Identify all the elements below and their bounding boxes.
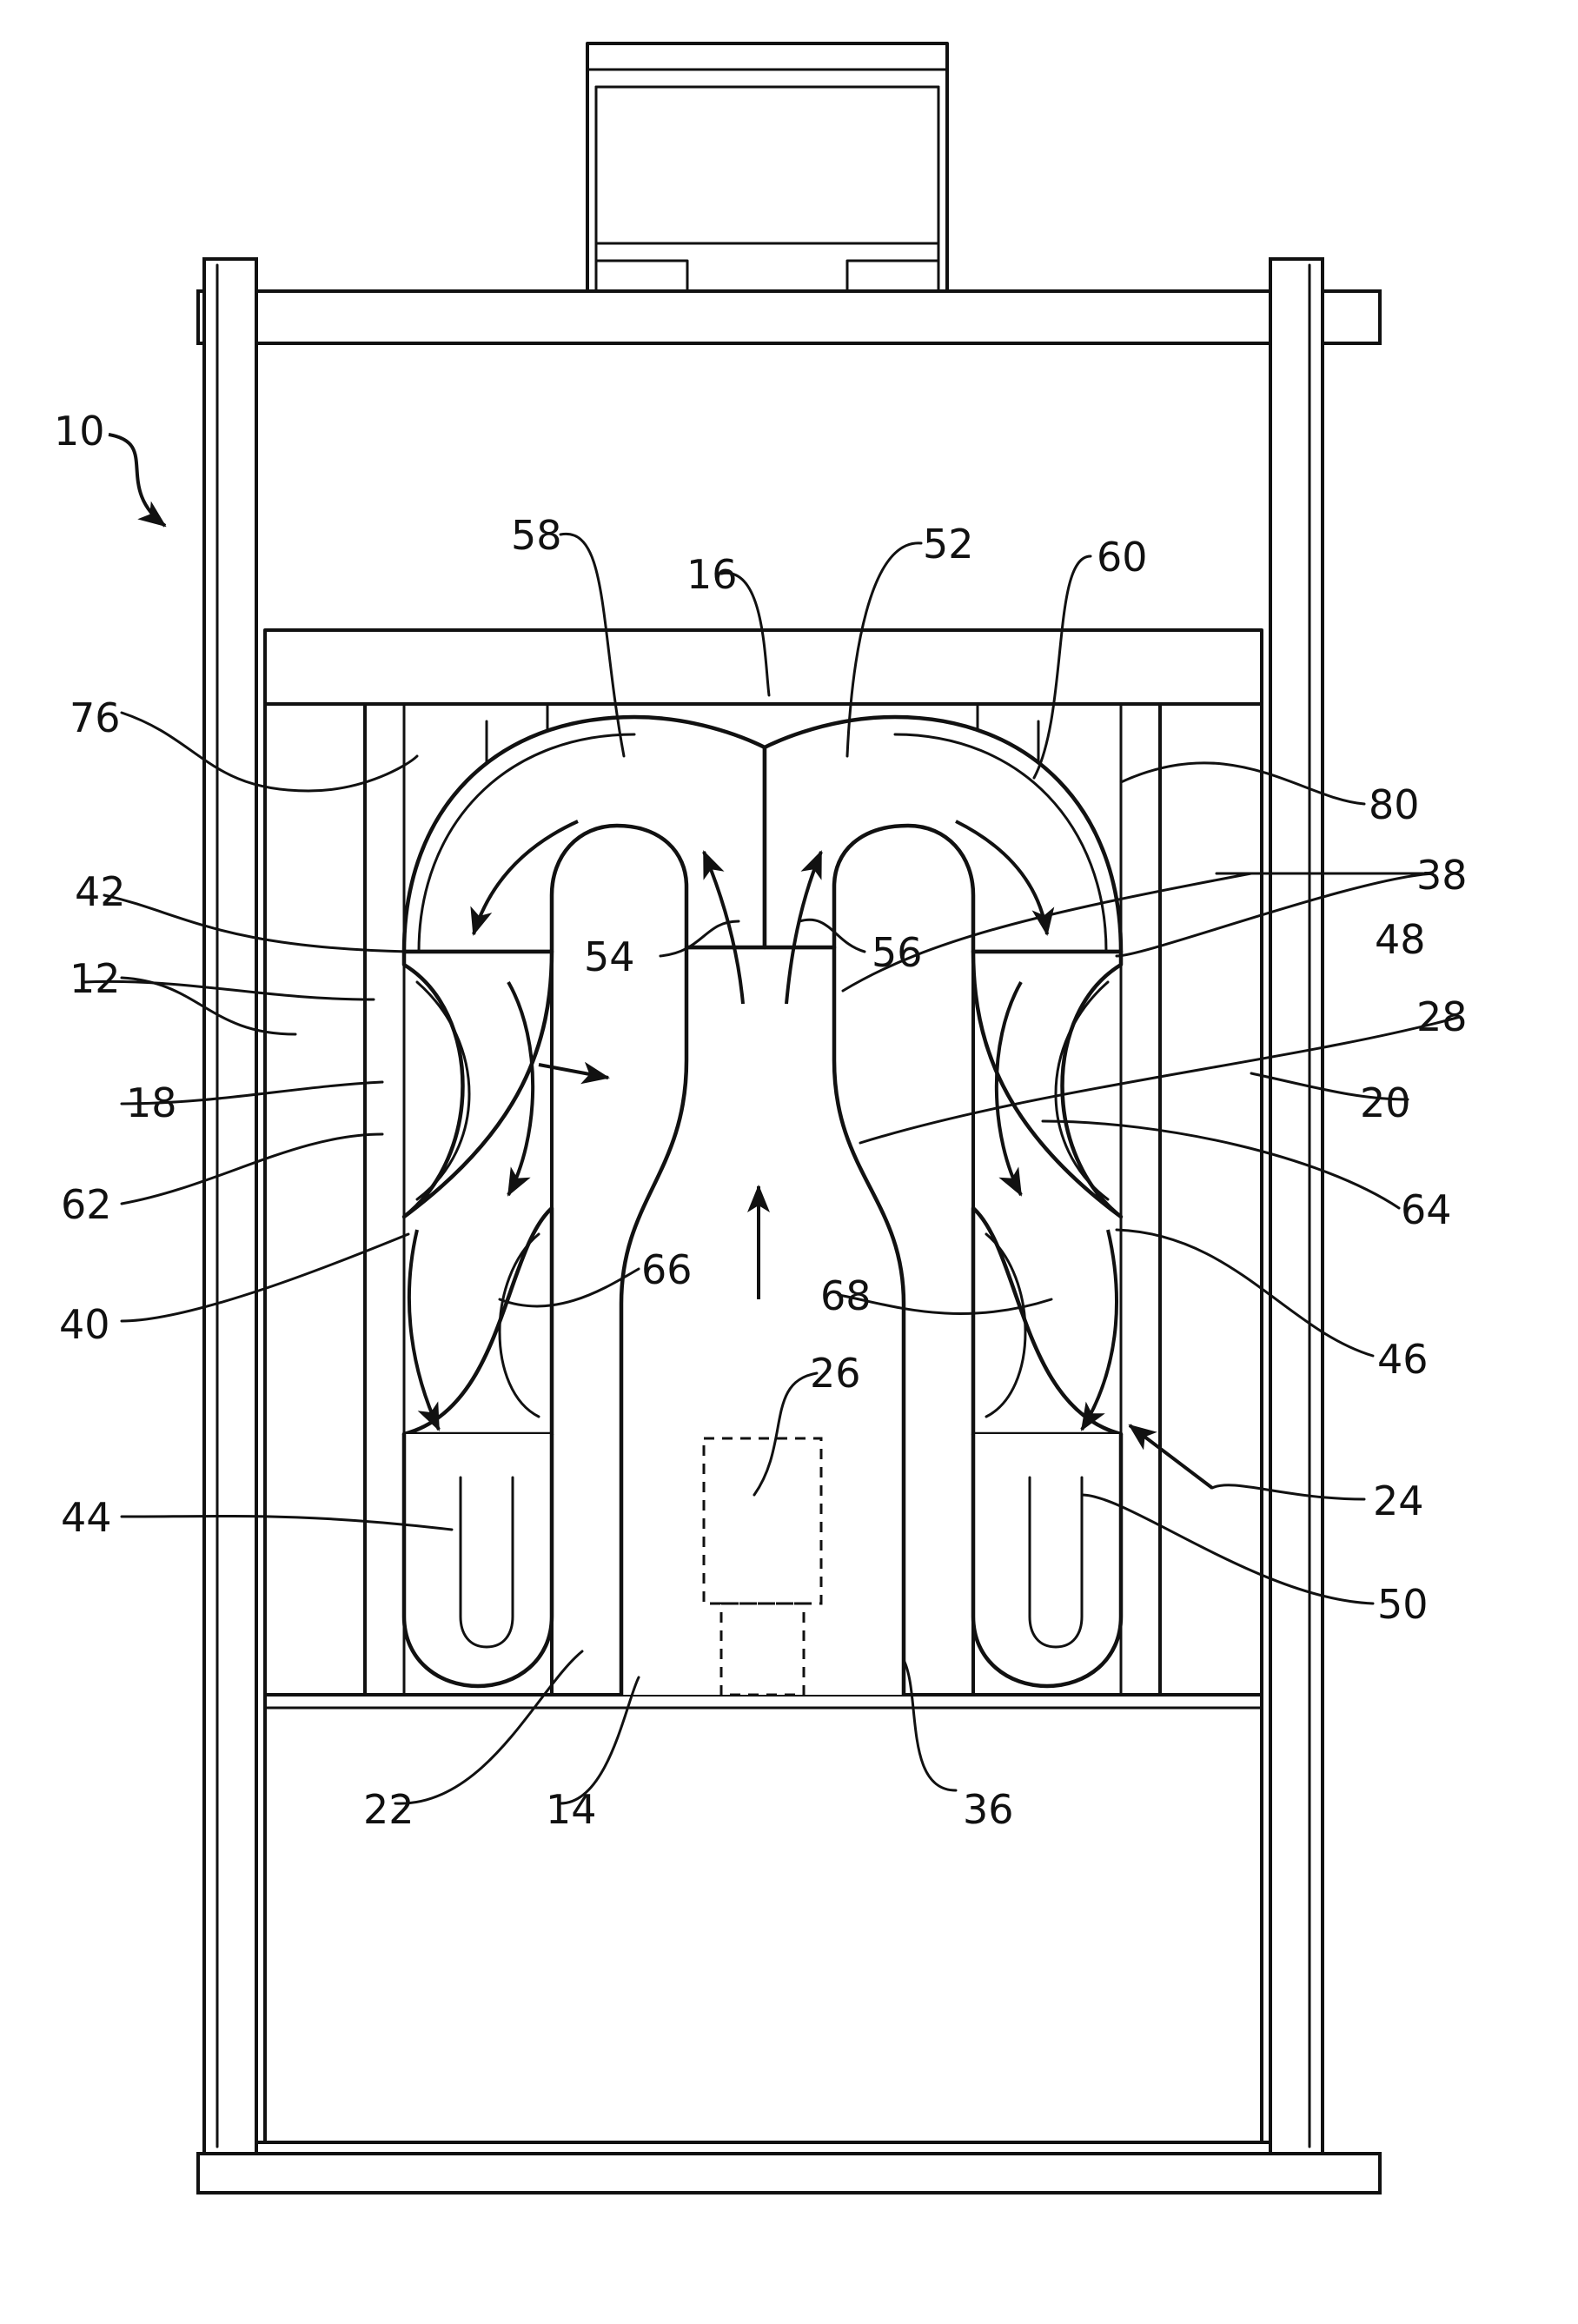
ref-26: 26 (810, 1350, 861, 1397)
ref-24: 24 (1373, 1477, 1424, 1524)
ref-68: 68 (820, 1272, 872, 1319)
ref-56: 56 (872, 929, 923, 976)
ref-20: 20 (1360, 1079, 1411, 1126)
ref-10: 10 (54, 408, 105, 455)
ref-46: 46 (1377, 1336, 1429, 1383)
ref-38: 38 (1416, 852, 1468, 899)
ref-52: 52 (923, 521, 974, 568)
ref-28: 28 (1416, 993, 1468, 1040)
ref-66: 66 (641, 1246, 693, 1293)
ref-44: 44 (61, 1494, 112, 1541)
ref-62: 62 (61, 1181, 112, 1228)
vent-housing (587, 43, 947, 291)
ref-14: 14 (546, 1786, 597, 1833)
serpentine-upper (404, 717, 1121, 952)
ref-76: 76 (70, 694, 121, 741)
primary-tube (552, 947, 973, 1695)
ref-64: 64 (1401, 1186, 1452, 1233)
ref-40: 40 (59, 1301, 110, 1348)
ref-18: 18 (126, 1079, 177, 1126)
ref-16: 16 (686, 551, 738, 598)
ref-58: 58 (511, 512, 562, 559)
ref-60: 60 (1097, 534, 1148, 581)
ref-80: 80 (1369, 781, 1420, 828)
ref-48: 48 (1375, 916, 1426, 963)
ref-36: 36 (963, 1786, 1014, 1833)
ref-22: 22 (363, 1786, 414, 1833)
ref-50: 50 (1377, 1581, 1429, 1628)
ref-42: 42 (75, 868, 126, 915)
ref-54: 54 (584, 933, 635, 980)
ref-12: 12 (70, 955, 121, 1002)
